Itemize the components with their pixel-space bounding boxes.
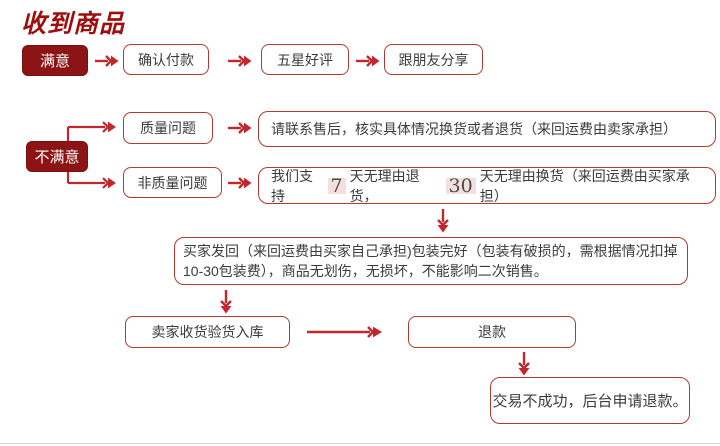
arrow-right-icon: [94, 54, 120, 68]
arrow-right-long-icon: [306, 325, 384, 339]
node-final-note: 交易不成功，后台申请退款。: [490, 377, 690, 424]
node-confirm-payment-label: 确认付款: [138, 51, 194, 68]
policy-prefix: 我们支持: [271, 167, 313, 204]
node-satisfied-label: 满意: [39, 53, 70, 70]
node-five-star-review: 五星好评: [261, 44, 349, 75]
arrow-right-icon: [227, 176, 253, 190]
bottom-divider: [0, 443, 720, 444]
page-title: 收到商品: [21, 10, 126, 38]
arrow-right-icon: [227, 121, 253, 135]
node-five-star-review-label: 五星好评: [277, 51, 333, 68]
node-unsatisfied: 不满意: [26, 141, 88, 172]
node-quality-detail: 请联系售后，核实具体情况换货或者退货（来回运费由卖家承担）: [258, 111, 716, 147]
node-refund: 退款: [408, 316, 576, 348]
node-seller-inspect: 卖家收货验货入库: [125, 316, 290, 348]
arrow-down-icon: [517, 351, 531, 377]
node-seller-inspect-label: 卖家收货验货入库: [151, 324, 264, 340]
node-satisfied: 满意: [22, 45, 88, 76]
node-non-quality-issue: 非质量问题: [123, 167, 222, 198]
arrow-down-icon: [436, 208, 450, 234]
policy-middle: 天无理由退货，: [349, 167, 420, 204]
node-quality-issue-label: 质量问题: [140, 120, 196, 136]
policy-suffix: 天无理由换货（来回运费由买家承担）: [479, 167, 690, 204]
node-share-with-friends: 跟朋友分享: [384, 44, 483, 75]
node-return-requirement: 买家发回（来回运费由买家自己承担)包装完好（包装有破损的，需根据情况扣掉10-3…: [174, 237, 688, 285]
arrow-right-icon: [227, 54, 253, 68]
node-quality-detail-label: 请联系售后，核实具体情况换货或者退货（来回运费由卖家承担）: [271, 121, 677, 137]
node-confirm-payment: 确认付款: [123, 44, 209, 75]
node-share-with-friends-label: 跟朋友分享: [398, 51, 469, 68]
node-non-quality-issue-label: 非质量问题: [137, 174, 208, 191]
policy-days-return: 7: [327, 176, 346, 195]
arrow-right-icon: [355, 54, 381, 68]
policy-days-exchange: 30: [445, 176, 476, 195]
node-return-requirement-label: 买家发回（来回运费由买家自己承担)包装完好（包装有破损的，需根据情况扣掉10-3…: [183, 243, 678, 279]
node-quality-issue: 质量问题: [123, 112, 213, 144]
node-final-note-label: 交易不成功，后台申请退款。: [492, 393, 688, 410]
node-refund-label: 退款: [478, 324, 506, 340]
node-unsatisfied-label: 不满意: [34, 149, 80, 166]
arrow-down-icon: [219, 289, 233, 315]
branch-connector: [60, 120, 122, 190]
